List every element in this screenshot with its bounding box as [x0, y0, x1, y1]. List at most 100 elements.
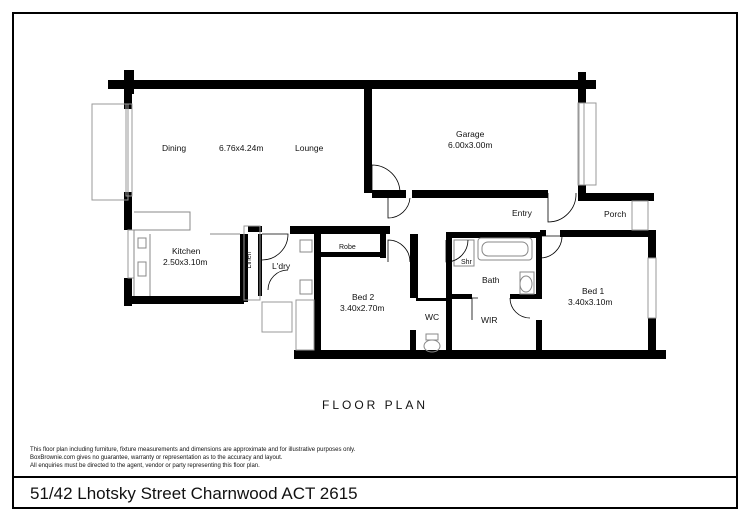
- door-bed2: [387, 239, 411, 263]
- label-porch: Porch: [604, 209, 626, 219]
- label-linen: Linen: [246, 251, 253, 268]
- label-wc: WC: [425, 312, 439, 322]
- door-garage: [371, 164, 401, 194]
- wall-bed1-right-bottom: [648, 318, 656, 358]
- wall-left-upper: [124, 89, 132, 109]
- doors: [261, 164, 577, 320]
- label-bed1-dims: 3.40x3.10m: [568, 297, 612, 307]
- kitchen-sink: [137, 237, 147, 249]
- laundry-machine: [299, 279, 313, 295]
- door-front: [547, 192, 577, 223]
- wall-robe-right: [380, 234, 386, 258]
- wall-garage-left: [364, 89, 372, 193]
- disclaimer-line: BoxBrownie.com gives no guarantee, warra…: [30, 455, 283, 461]
- door-bath: [445, 239, 469, 263]
- label-wir: WIR: [481, 315, 498, 325]
- shower: [453, 239, 475, 267]
- label-kitchen-dims: 2.50x3.10m: [163, 257, 207, 267]
- label-lounge: Lounge: [295, 143, 324, 153]
- wall-top-right-tick: [578, 72, 586, 92]
- label-dining: Dining: [162, 143, 186, 153]
- bathtub-inner: [481, 241, 529, 257]
- plan-title: FLOOR PLAN: [321, 398, 429, 412]
- label-bath: Bath: [482, 275, 500, 285]
- wall-bath-bottom-right: [510, 294, 542, 299]
- bathtub: [477, 237, 533, 261]
- wall-wc-top: [416, 298, 446, 301]
- door-laundry: [261, 233, 289, 261]
- label-garage: Garage: [456, 129, 485, 139]
- vanity-basin: [519, 275, 533, 293]
- disclaimer-line: This floor plan including furniture, fix…: [30, 447, 356, 453]
- label-laundry: L'dry: [272, 261, 291, 271]
- wall-garage-right-bottom: [578, 185, 586, 193]
- wall-bottom-right-tick: [656, 350, 666, 359]
- label-bed2: Bed 2: [352, 292, 374, 302]
- label-bed1: Bed 1: [582, 286, 604, 296]
- wall-bath-left: [446, 238, 452, 298]
- kitchen-benches: [133, 211, 240, 296]
- label-lounge-dims: 6.76x4.24m: [219, 143, 263, 153]
- toilet-cistern: [425, 333, 439, 341]
- wall-left-mid: [124, 192, 132, 230]
- porch-step: [631, 200, 649, 231]
- wall-bed1-right-top: [648, 230, 656, 258]
- door-wir: [509, 297, 531, 319]
- kitchen-cooktop: [137, 261, 147, 277]
- wall-porch-top: [578, 193, 654, 201]
- wall-bed2-left: [314, 300, 321, 355]
- walls: [108, 70, 666, 359]
- footer-divider: [12, 476, 738, 478]
- window-garage-right: [577, 102, 597, 186]
- wall-bottom: [294, 350, 666, 359]
- label-entry: Entry: [512, 208, 533, 218]
- property-address: 51/42 Lhotsky Street Charnwood ACT 2615: [30, 484, 358, 503]
- door-laundry-external: [267, 269, 289, 291]
- laundry-tub: [299, 239, 313, 253]
- label-robe: Robe: [339, 244, 356, 251]
- door-bed1: [539, 235, 563, 259]
- fixtures: [299, 237, 535, 353]
- wall-kitchen-bottom: [124, 296, 244, 304]
- sheet-border: [12, 12, 738, 509]
- wall-wc-right: [446, 298, 452, 355]
- disclaimer-line: All enquiries must be directed to the ag…: [30, 463, 260, 469]
- wall-bed1-corner: [540, 230, 546, 236]
- wall-laundry-right: [314, 234, 321, 300]
- window-dining-pane: [125, 103, 133, 197]
- wall-top: [108, 80, 596, 89]
- linen-cupboard: [243, 225, 261, 301]
- wall-bed1-top: [560, 230, 656, 237]
- disclaimer: This floor plan including furniture, fix…: [30, 446, 355, 470]
- wall-left-lower: [124, 278, 132, 306]
- label-garage-dims: 6.00x3.00m: [448, 140, 492, 150]
- window-garage-right-pane: [578, 102, 585, 186]
- wall-entry-top: [412, 190, 548, 198]
- wall-wc-left: [410, 330, 416, 354]
- wall-porch-corner: [646, 193, 654, 201]
- wall-bath-right: [536, 234, 542, 298]
- kitchen-peninsula: [134, 211, 191, 231]
- wall-garage-bottom-left: [372, 190, 406, 198]
- door-entry-left: [387, 197, 411, 219]
- wall-bath-bottom-left: [452, 294, 472, 299]
- wall-bath-top: [446, 232, 540, 238]
- wall-top-left-tick: [124, 70, 134, 94]
- wall-bed2-right: [410, 234, 418, 298]
- label-kitchen: Kitchen: [172, 246, 201, 256]
- label-shower: Shr: [461, 259, 473, 266]
- room-labels: Dining 6.76x4.24m Lounge Garage 6.00x3.0…: [162, 129, 626, 325]
- laundry-step: [261, 301, 293, 333]
- wall-robe-bottom: [314, 252, 382, 257]
- vanity: [519, 271, 535, 295]
- window-kitchen: [127, 229, 135, 279]
- window-dining-bay: [91, 103, 129, 201]
- label-bed2-dims: 3.40x2.70m: [340, 303, 384, 313]
- wall-garage-right-top: [578, 89, 586, 103]
- window-bed1: [647, 257, 657, 319]
- window-bed2: [295, 299, 315, 351]
- wall-laundry-top-left: [248, 226, 262, 232]
- wall-laundry-top: [290, 226, 390, 234]
